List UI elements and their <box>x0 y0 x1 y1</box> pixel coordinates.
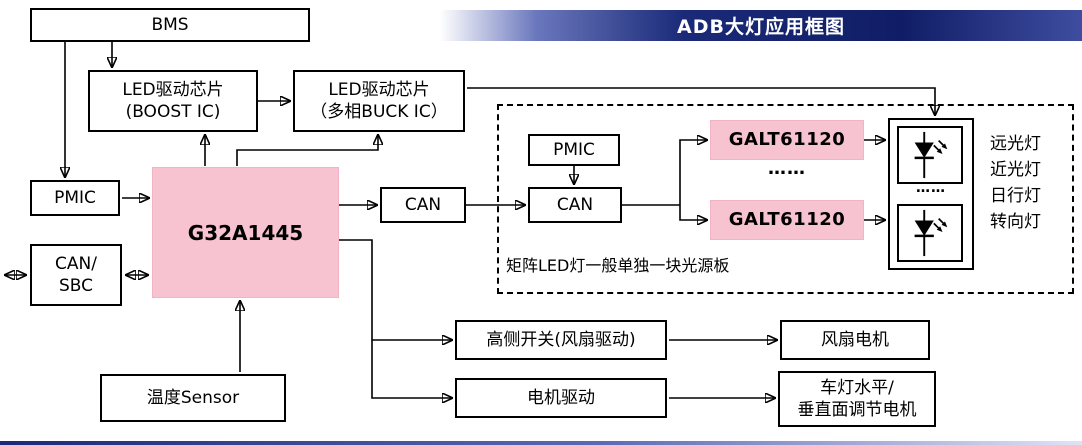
high-side-switch-box: 高侧开关(风扇驱动) <box>455 320 667 360</box>
led-driver-buck-line2: （多相BUCK IC） <box>310 102 448 122</box>
led-driver-boost-text: LED驱动芯片 (BOOST IC) <box>122 79 223 123</box>
galt61120-bottom-box: GALT61120 <box>710 200 864 240</box>
led-driver-buck-text: LED驱动芯片 （多相BUCK IC） <box>310 79 447 123</box>
mcu-label: G32A1445 <box>187 220 304 245</box>
temperature-sensor-box: 温度Sensor <box>100 374 286 422</box>
can-box: CAN <box>380 187 466 223</box>
page-title: ADB大灯应用框图 <box>677 16 845 38</box>
lamp-type-drl: 日行灯 <box>990 186 1041 206</box>
led-ellipsis: …… <box>916 180 946 196</box>
led-driver-boost-line2: (BOOST IC) <box>125 102 221 122</box>
arrow-mcu-to-motordriver <box>371 340 452 398</box>
galt61120-bottom-label: GALT61120 <box>728 209 846 231</box>
arrow-mcu-to-buck <box>236 135 378 166</box>
led-symbol-icon <box>914 131 948 179</box>
lamp-adjust-motor-line1: 车灯水平/ <box>820 377 894 398</box>
can-sbc-line1: CAN/ <box>55 253 97 274</box>
arrow-mcu-to-highside <box>339 239 452 340</box>
lamp-type-low-beam: 近光灯 <box>990 160 1041 180</box>
led-cell-bottom <box>897 204 963 262</box>
galt61120-top-box: GALT61120 <box>710 120 864 160</box>
board-pmic-label: PMIC <box>553 139 595 160</box>
title-banner: ADB大灯应用框图 <box>440 10 1082 41</box>
led-cell-top <box>897 126 963 184</box>
bms-label: BMS <box>151 14 189 35</box>
board-can-box: CAN <box>528 187 622 223</box>
motor-driver-label: 电机驱动 <box>527 387 595 408</box>
bms-box: BMS <box>30 8 310 42</box>
galt61120-top-label: GALT61120 <box>728 129 846 151</box>
motor-driver-box: 电机驱动 <box>455 378 667 418</box>
high-side-switch-label: 高侧开关(风扇驱动) <box>486 329 636 350</box>
pmic-label: PMIC <box>54 187 96 208</box>
mcu-g32a1445-box: G32A1445 <box>152 167 339 298</box>
galt-ellipsis: …… <box>768 158 806 179</box>
led-driver-boost-line1: LED驱动芯片 <box>122 79 224 100</box>
lamp-adjust-motor-text: 车灯水平/ 垂直面调节电机 <box>798 377 917 421</box>
led-driver-boost-box: LED驱动芯片 (BOOST IC) <box>88 70 258 132</box>
can-sbc-text: CAN/ SBC <box>55 253 97 297</box>
led-driver-buck-box: LED驱动芯片 （多相BUCK IC） <box>293 70 465 132</box>
can-label: CAN <box>404 194 442 215</box>
lamp-type-high-beam: 远光灯 <box>990 134 1041 154</box>
temperature-sensor-label: 温度Sensor <box>146 387 240 408</box>
lamp-type-turn-signal: 转向灯 <box>990 212 1041 232</box>
lamp-adjust-motor-box: 车灯水平/ 垂直面调节电机 <box>778 371 936 427</box>
pmic-box: PMIC <box>30 180 120 216</box>
board-pmic-box: PMIC <box>528 134 620 166</box>
lamp-type-list: 远光灯 近光灯 日行灯 转向灯 <box>990 131 1041 235</box>
bottom-accent-bar <box>0 441 1082 445</box>
can-sbc-line2: SBC <box>58 276 93 296</box>
matrix-led-board-group <box>497 104 1074 294</box>
can-sbc-box: CAN/ SBC <box>30 244 122 306</box>
fan-motor-box: 风扇电机 <box>780 320 930 360</box>
board-can-label: CAN <box>556 194 594 215</box>
matrix-led-board-caption: 矩阵LED灯一般单独一块光源板 <box>506 256 730 275</box>
lamp-adjust-motor-line2: 垂直面调节电机 <box>797 400 917 420</box>
fan-motor-label: 风扇电机 <box>821 329 889 350</box>
led-symbol-icon <box>914 209 948 257</box>
led-driver-buck-line1: LED驱动芯片 <box>328 79 430 100</box>
